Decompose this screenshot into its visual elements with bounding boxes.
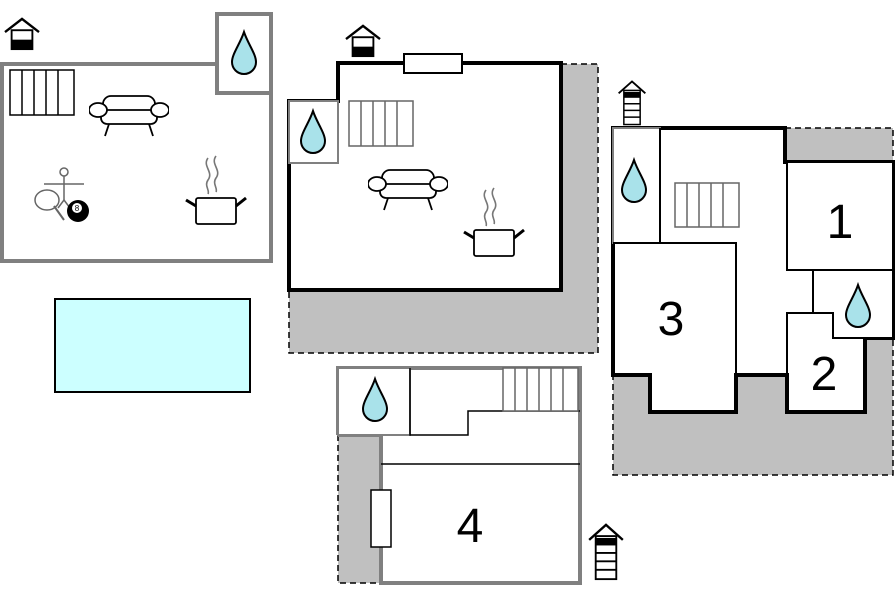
middle-terrace <box>288 63 599 354</box>
stairs-icon <box>674 182 740 228</box>
bedroom-1-room <box>786 161 894 271</box>
foosball-icon <box>44 167 84 209</box>
right-building <box>611 126 895 414</box>
table-tennis-icon <box>34 189 65 221</box>
bottom-building <box>336 366 582 585</box>
room-number-2: 2 <box>811 348 838 401</box>
stairs-icon <box>348 100 414 147</box>
house-marker-icon <box>617 80 647 126</box>
house-marker-icon <box>587 523 625 581</box>
house-marker-icon <box>344 24 382 58</box>
billiard-ball-icon: 8 <box>67 200 89 222</box>
cooking-pot-icon <box>184 154 248 226</box>
stairs-icon <box>9 69 75 116</box>
swimming-pool <box>54 298 251 393</box>
room-number-3: 3 <box>658 293 685 346</box>
stairs-icon <box>502 367 579 412</box>
room-number-4: 4 <box>457 500 484 553</box>
sofa-icon <box>89 95 169 137</box>
window <box>370 489 392 548</box>
window <box>403 53 463 74</box>
billiard-ball-label: 8 <box>75 204 80 213</box>
room-number-1: 1 <box>827 196 854 249</box>
house-marker-icon <box>3 17 41 51</box>
